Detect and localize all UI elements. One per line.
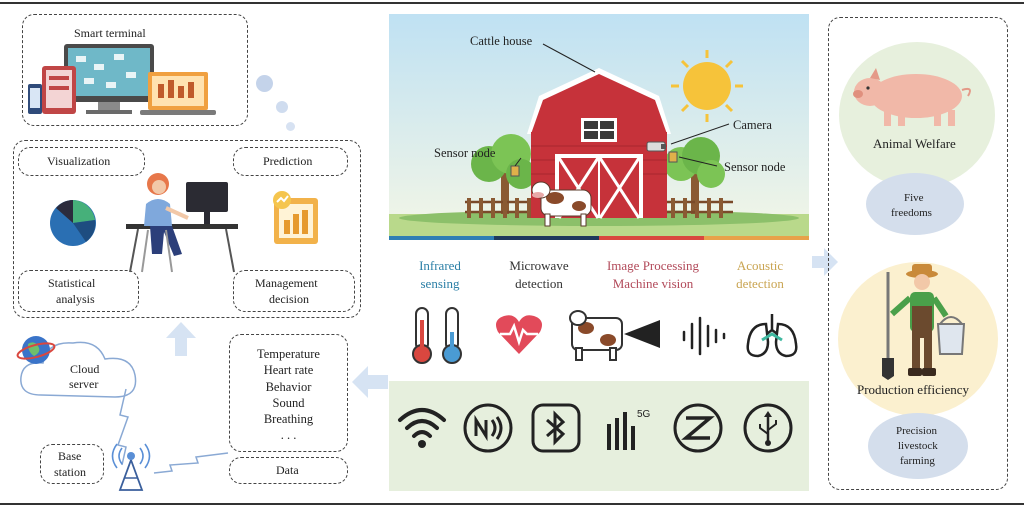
up-arrow-icon bbox=[166, 322, 196, 356]
technique-microwave-line2: detection bbox=[515, 275, 563, 291]
five-freedoms-label-1: Five bbox=[904, 192, 924, 204]
stripe-microwave bbox=[494, 236, 599, 240]
prediction-box bbox=[233, 147, 348, 176]
cattle-house-label: Cattle house bbox=[470, 34, 533, 48]
bottom-border bbox=[0, 503, 1024, 505]
data-item-behavior: Behavior bbox=[265, 379, 312, 394]
management-decision-label-2: decision bbox=[269, 292, 309, 306]
stripe-infrared bbox=[389, 236, 494, 240]
data-label: Data bbox=[276, 463, 299, 477]
statistical-analysis-label-2: analysis bbox=[56, 292, 95, 306]
bubble-small bbox=[286, 122, 295, 131]
cloud-server-label-1: Cloud bbox=[70, 362, 100, 376]
management-decision-label-1: Management bbox=[255, 276, 318, 290]
smart-terminal-label: Smart terminal bbox=[74, 26, 146, 40]
bubble-medium bbox=[276, 101, 288, 113]
cloud-icon bbox=[20, 341, 137, 398]
outcomes-box bbox=[828, 17, 1008, 490]
prediction-report-icon bbox=[273, 191, 318, 244]
farmer-icon bbox=[882, 264, 966, 380]
5g-label: 5G bbox=[637, 409, 651, 420]
technique-microwave-line1: Microwave bbox=[509, 258, 569, 273]
nfc-icon bbox=[463, 403, 513, 453]
antenna-tower-icon bbox=[111, 443, 151, 491]
cloud-server-label-2: server bbox=[69, 377, 99, 391]
technique-microwave: Microwave detection bbox=[494, 257, 584, 292]
analyst-at-desk-icon bbox=[126, 173, 238, 273]
top-border bbox=[0, 2, 1024, 4]
technique-image-line1: Image Processing bbox=[606, 258, 700, 273]
production-efficiency-label: Production efficiency bbox=[857, 382, 970, 397]
five-freedoms-label-2: freedoms bbox=[891, 207, 932, 219]
prediction-label: Prediction bbox=[263, 154, 313, 168]
data-types-box bbox=[229, 334, 348, 452]
stripe-acoustic bbox=[704, 236, 809, 240]
technique-infrared-line2: sensing bbox=[420, 275, 460, 291]
camera-label: Camera bbox=[733, 118, 772, 132]
sun bbox=[671, 50, 743, 122]
cow-camera-icon bbox=[569, 310, 660, 361]
farm-scene bbox=[389, 14, 809, 236]
globe-icon bbox=[16, 336, 56, 364]
technique-image: Image Processing Machine vision bbox=[594, 257, 712, 292]
data-item-heart-rate: Heart rate bbox=[263, 363, 314, 378]
precision-label-2: livestock bbox=[898, 440, 938, 452]
bubble-large bbox=[256, 75, 273, 92]
technique-acoustic: Acoustic detection bbox=[718, 257, 802, 292]
data-item-ellipsis: . . . bbox=[280, 428, 297, 443]
devices-icon bbox=[28, 44, 216, 115]
precision-label-1: Precision bbox=[896, 425, 937, 437]
data-item-sound: Sound bbox=[272, 395, 305, 410]
sensor-node-left-label: Sensor node bbox=[434, 146, 496, 160]
bluetooth-icon bbox=[531, 403, 581, 453]
precision-label-3: farming bbox=[900, 455, 935, 467]
base-station-label-1: Base bbox=[58, 449, 82, 463]
wifi-icon bbox=[398, 408, 446, 448]
data-item-breathing: Breathing bbox=[263, 412, 314, 426]
sensor-node-right-label: Sensor node bbox=[724, 160, 786, 174]
connectivity-band bbox=[389, 381, 809, 491]
stripe-image bbox=[599, 236, 704, 240]
thermometer-icon bbox=[412, 307, 462, 364]
left-arrow-icon bbox=[352, 366, 388, 398]
statistical-analysis-box bbox=[18, 270, 139, 312]
smart-terminal-box bbox=[22, 14, 248, 126]
statistical-analysis-label-1: Statistical bbox=[48, 276, 96, 290]
zigbee-icon bbox=[673, 403, 723, 453]
right-arrow-icon bbox=[812, 248, 838, 276]
precision-farming-circle bbox=[868, 413, 968, 479]
usb-icon bbox=[743, 403, 793, 453]
pig-icon bbox=[853, 68, 971, 126]
sound-wave-icon bbox=[682, 316, 726, 356]
visualization-box bbox=[18, 147, 145, 176]
technique-acoustic-line2: detection bbox=[736, 275, 784, 291]
technique-stripe bbox=[389, 236, 809, 240]
technique-image-line2: Machine vision bbox=[612, 275, 694, 291]
visualization-label: Visualization bbox=[47, 154, 111, 168]
base-station-box bbox=[40, 444, 104, 484]
analysis-box bbox=[13, 140, 361, 318]
five-freedoms-circle bbox=[866, 173, 964, 235]
management-decision-box bbox=[233, 270, 355, 312]
technique-infrared-line1: Infrared bbox=[419, 258, 461, 273]
base-station-label-2: station bbox=[54, 465, 86, 479]
lungs-icon bbox=[746, 314, 798, 358]
animal-welfare-label: Animal Welfare bbox=[873, 136, 956, 151]
data-box bbox=[229, 457, 348, 484]
technique-infrared: Infrared sensing bbox=[398, 257, 482, 292]
technique-acoustic-line1: Acoustic bbox=[736, 258, 784, 273]
5g-signal-icon bbox=[607, 412, 635, 450]
data-types-list: Temperature Heart rate Behavior Sound Br… bbox=[229, 346, 348, 444]
pie-chart-icon bbox=[50, 200, 96, 246]
wireless-link-lines bbox=[117, 388, 229, 474]
heart-rate-icon bbox=[496, 315, 542, 354]
data-item-temperature: Temperature bbox=[257, 347, 320, 361]
